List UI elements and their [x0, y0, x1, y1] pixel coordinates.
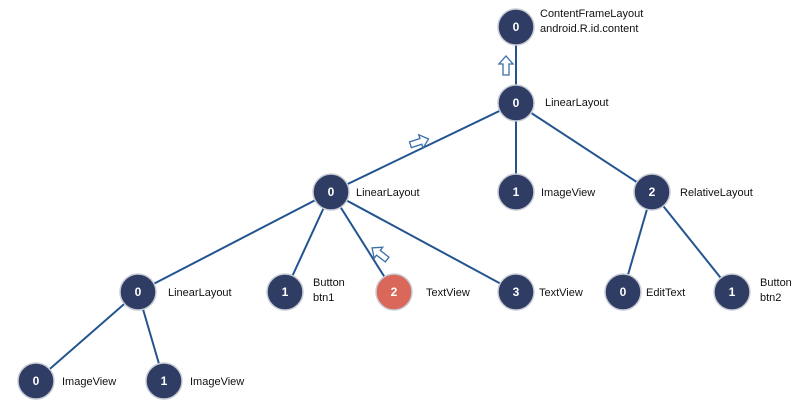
node-label: ImageView — [62, 376, 116, 388]
node-label: ImageView — [541, 187, 595, 199]
node-label: Button — [313, 277, 345, 289]
node-btn1: 1 Button btn1 — [266, 273, 345, 311]
hollow-arrow-up-icon — [497, 55, 515, 76]
node-circle — [497, 273, 535, 311]
edge-ll-inner-to-iv-0 — [35, 291, 139, 382]
node-circle — [497, 173, 535, 211]
edge-rl-to-btn2 — [651, 191, 733, 293]
node-index: 0 — [513, 96, 520, 110]
node-label: LinearLayout — [545, 97, 609, 109]
node-circle — [145, 362, 183, 400]
hollow-arrow-right-icon — [408, 133, 430, 150]
node-rl: 2 RelativeLayout — [633, 173, 753, 211]
node-index: 1 — [513, 185, 520, 199]
node-iv-0: 0 ImageView — [17, 362, 116, 400]
node-index: 1 — [161, 374, 168, 388]
node-label: EditText — [646, 287, 685, 299]
node-label: ContentFrameLayout — [540, 8, 643, 20]
node-circle — [119, 273, 157, 311]
node-circle — [17, 362, 55, 400]
node-iv-1: 1 ImageView — [145, 362, 244, 400]
node-index: 0 — [620, 285, 627, 299]
node-label: LinearLayout — [168, 287, 232, 299]
node-circle — [312, 173, 350, 211]
node-circle — [713, 273, 751, 311]
node-ll-inner: 0 LinearLayout — [119, 273, 232, 311]
tree-nodes: 0ContentFrameLayoutandroid.R.id.content0… — [17, 8, 792, 400]
node-label: android.R.id.content — [540, 23, 638, 35]
node-ll-root: 0 LinearLayout — [497, 84, 609, 122]
node-label: ImageView — [190, 376, 244, 388]
edge-ll-root-to-rl — [515, 102, 653, 193]
edge-ll-child-to-tv-highlight — [330, 191, 395, 293]
node-label: TextView — [426, 287, 470, 299]
node-btn2: 1 Button btn2 — [713, 273, 792, 311]
edge-ll-child-to-ll-inner — [137, 191, 332, 293]
node-circle — [266, 273, 304, 311]
node-index: 0 — [33, 374, 40, 388]
node-circle — [604, 273, 642, 311]
traversal-arrows — [371, 55, 515, 263]
node-index: 0 — [513, 20, 520, 34]
node-ll-child: 0 LinearLayout — [312, 173, 420, 211]
node-label: Button — [760, 277, 792, 289]
node-circle — [497, 8, 535, 46]
node-label: TextView — [539, 287, 583, 299]
node-tv-highlight: 2 TextView — [375, 273, 470, 311]
node-index: 2 — [391, 285, 398, 299]
node-index: 1 — [282, 285, 289, 299]
node-index: 1 — [729, 285, 736, 299]
node-index: 0 — [328, 185, 335, 199]
node-label: RelativeLayout — [680, 187, 753, 199]
node-content: 0 ContentFrameLayout android.R.id.content — [497, 8, 643, 46]
edge-ll-child-to-tv-3 — [330, 191, 517, 293]
hollow-arrow-up-left-icon — [371, 246, 390, 263]
node-label: btn1 — [313, 292, 334, 304]
node-circle — [497, 84, 535, 122]
node-edittext: 0 EditText — [604, 273, 685, 311]
node-index: 3 — [513, 285, 520, 299]
node-iv-top: 1 ImageView — [497, 173, 595, 211]
node-label: LinearLayout — [356, 187, 420, 199]
node-circle — [633, 173, 671, 211]
node-tv-3: 3 TextView — [497, 273, 583, 311]
tree-edges — [35, 27, 733, 382]
node-index: 0 — [135, 285, 142, 299]
node-index: 2 — [649, 185, 656, 199]
node-circle — [375, 273, 413, 311]
node-label: btn2 — [760, 292, 781, 304]
